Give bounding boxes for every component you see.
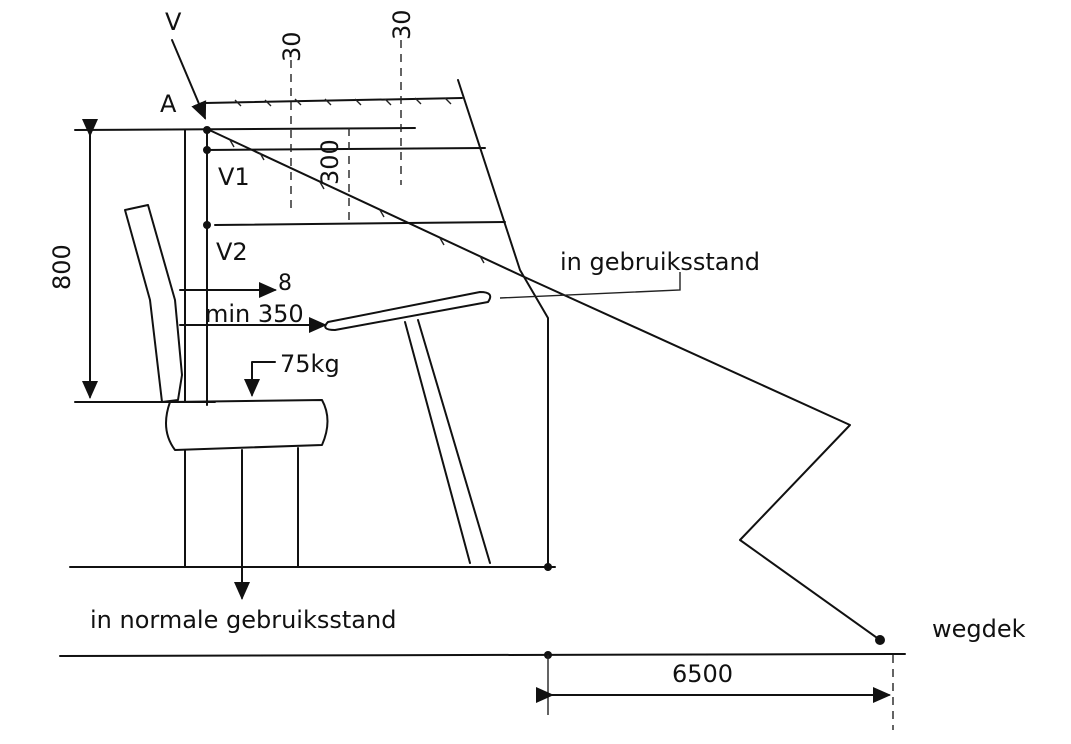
label-75kg: 75kg: [280, 350, 340, 378]
top-dimension-line: [204, 97, 463, 104]
label-in-gebruiksstand: in gebruiksstand: [560, 248, 760, 276]
point-v1-marker: [203, 146, 211, 154]
top-reference-line: [74, 127, 416, 131]
impact-trajectory-line: [204, 127, 881, 641]
label-v: V: [165, 8, 182, 36]
label-min350: min 350: [205, 300, 304, 328]
label-30-a: 30: [278, 31, 306, 62]
label-300: 300: [316, 139, 344, 185]
label-in-normale-gebruiksstand: in normale gebruiksstand: [90, 606, 396, 634]
road-contact-point: [875, 635, 885, 645]
label-800: 800: [48, 244, 76, 290]
floor-corner-marker: [544, 563, 552, 571]
seat-cushion: [165, 399, 329, 451]
v2-reference-line: [214, 221, 506, 226]
label-8: 8: [278, 271, 292, 296]
point-v2-marker: [203, 221, 211, 229]
steering-column-1: [404, 321, 471, 564]
label-a: A: [160, 90, 177, 118]
gebruiksstand-leader: [499, 272, 681, 299]
load-arrow: [244, 361, 276, 397]
steering-wheel: [324, 291, 492, 331]
top-dimension-ticks: [234, 97, 452, 107]
vehicle-front-boundary: [457, 79, 549, 571]
trajectory-ticks: [229, 139, 485, 264]
label-30-b: 30: [388, 9, 416, 40]
road-line: [59, 653, 906, 657]
label-v2: V2: [216, 238, 248, 266]
seat-backrest: [124, 204, 183, 403]
v-arrow: [171, 39, 207, 120]
label-6500: 6500: [672, 660, 733, 688]
steering-column-2: [417, 319, 491, 564]
label-v1: V1: [218, 163, 250, 191]
label-wegdek: wegdek: [932, 615, 1026, 643]
point-a-marker: [203, 126, 211, 134]
